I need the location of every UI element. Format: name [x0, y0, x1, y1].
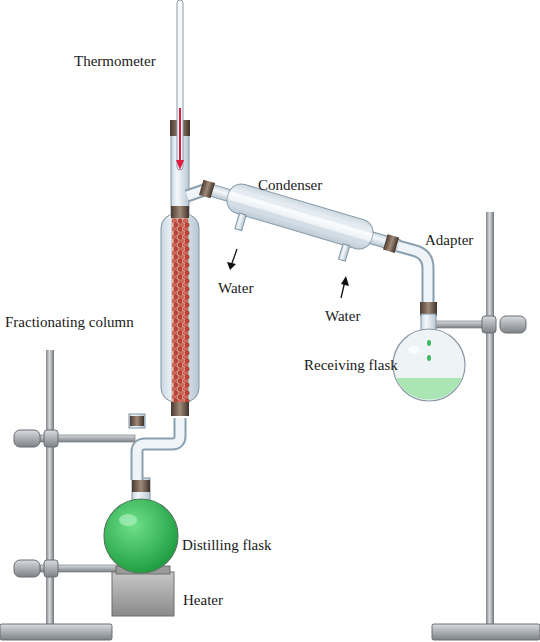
part-label: Receiving flask — [304, 356, 398, 374]
distillate-liquid — [396, 378, 462, 400]
part-label: Distilling flask — [182, 536, 272, 554]
water-outlet — [235, 213, 246, 230]
glass-highlight — [408, 346, 420, 354]
drop — [427, 340, 431, 346]
part-label: Thermometer — [74, 52, 156, 70]
part-label: Condenser — [258, 176, 322, 194]
clamp-boss — [44, 560, 58, 577]
rubber-stopper — [171, 402, 189, 416]
rubber-stopper — [130, 416, 144, 426]
drop — [427, 355, 431, 361]
part-label: Adapter — [425, 231, 473, 249]
stand-rod — [486, 212, 494, 626]
distilling-flask — [104, 499, 178, 573]
flow-arrowhead — [341, 276, 349, 286]
part-label: Fractionating column — [5, 313, 134, 331]
stand-base — [432, 624, 540, 640]
flow-label: Water — [325, 307, 360, 325]
stand-base — [0, 624, 112, 640]
side-joint — [129, 414, 145, 428]
heater-block — [112, 572, 174, 616]
thermometer-liquid — [179, 108, 181, 164]
rubber-stopper — [132, 480, 150, 492]
rubber-stopper — [199, 180, 215, 199]
clamp-boss — [44, 430, 58, 447]
part-label: Heater — [183, 591, 223, 609]
flow-arrowhead — [227, 262, 236, 270]
clamp-boss — [482, 316, 496, 333]
packing-beads — [172, 219, 189, 404]
glass-highlight — [227, 191, 373, 241]
receiving-flask — [393, 329, 465, 401]
glass-highlight — [119, 514, 137, 526]
rubber-stopper — [171, 206, 189, 218]
column-jacket — [161, 214, 199, 402]
flow-label: Water — [218, 279, 253, 297]
rubber-stopper — [383, 234, 399, 253]
clamp-knob — [500, 316, 526, 333]
thermometer-bulb — [176, 160, 184, 170]
clamp-knob — [14, 430, 40, 447]
flask-neck — [132, 478, 150, 502]
condenser-assembly — [193, 173, 403, 275]
stand-rod — [46, 350, 54, 626]
water-inlet — [338, 244, 349, 261]
thermometer-tube — [177, 0, 183, 170]
clamp-knob — [14, 560, 40, 577]
column-inner — [172, 218, 188, 402]
